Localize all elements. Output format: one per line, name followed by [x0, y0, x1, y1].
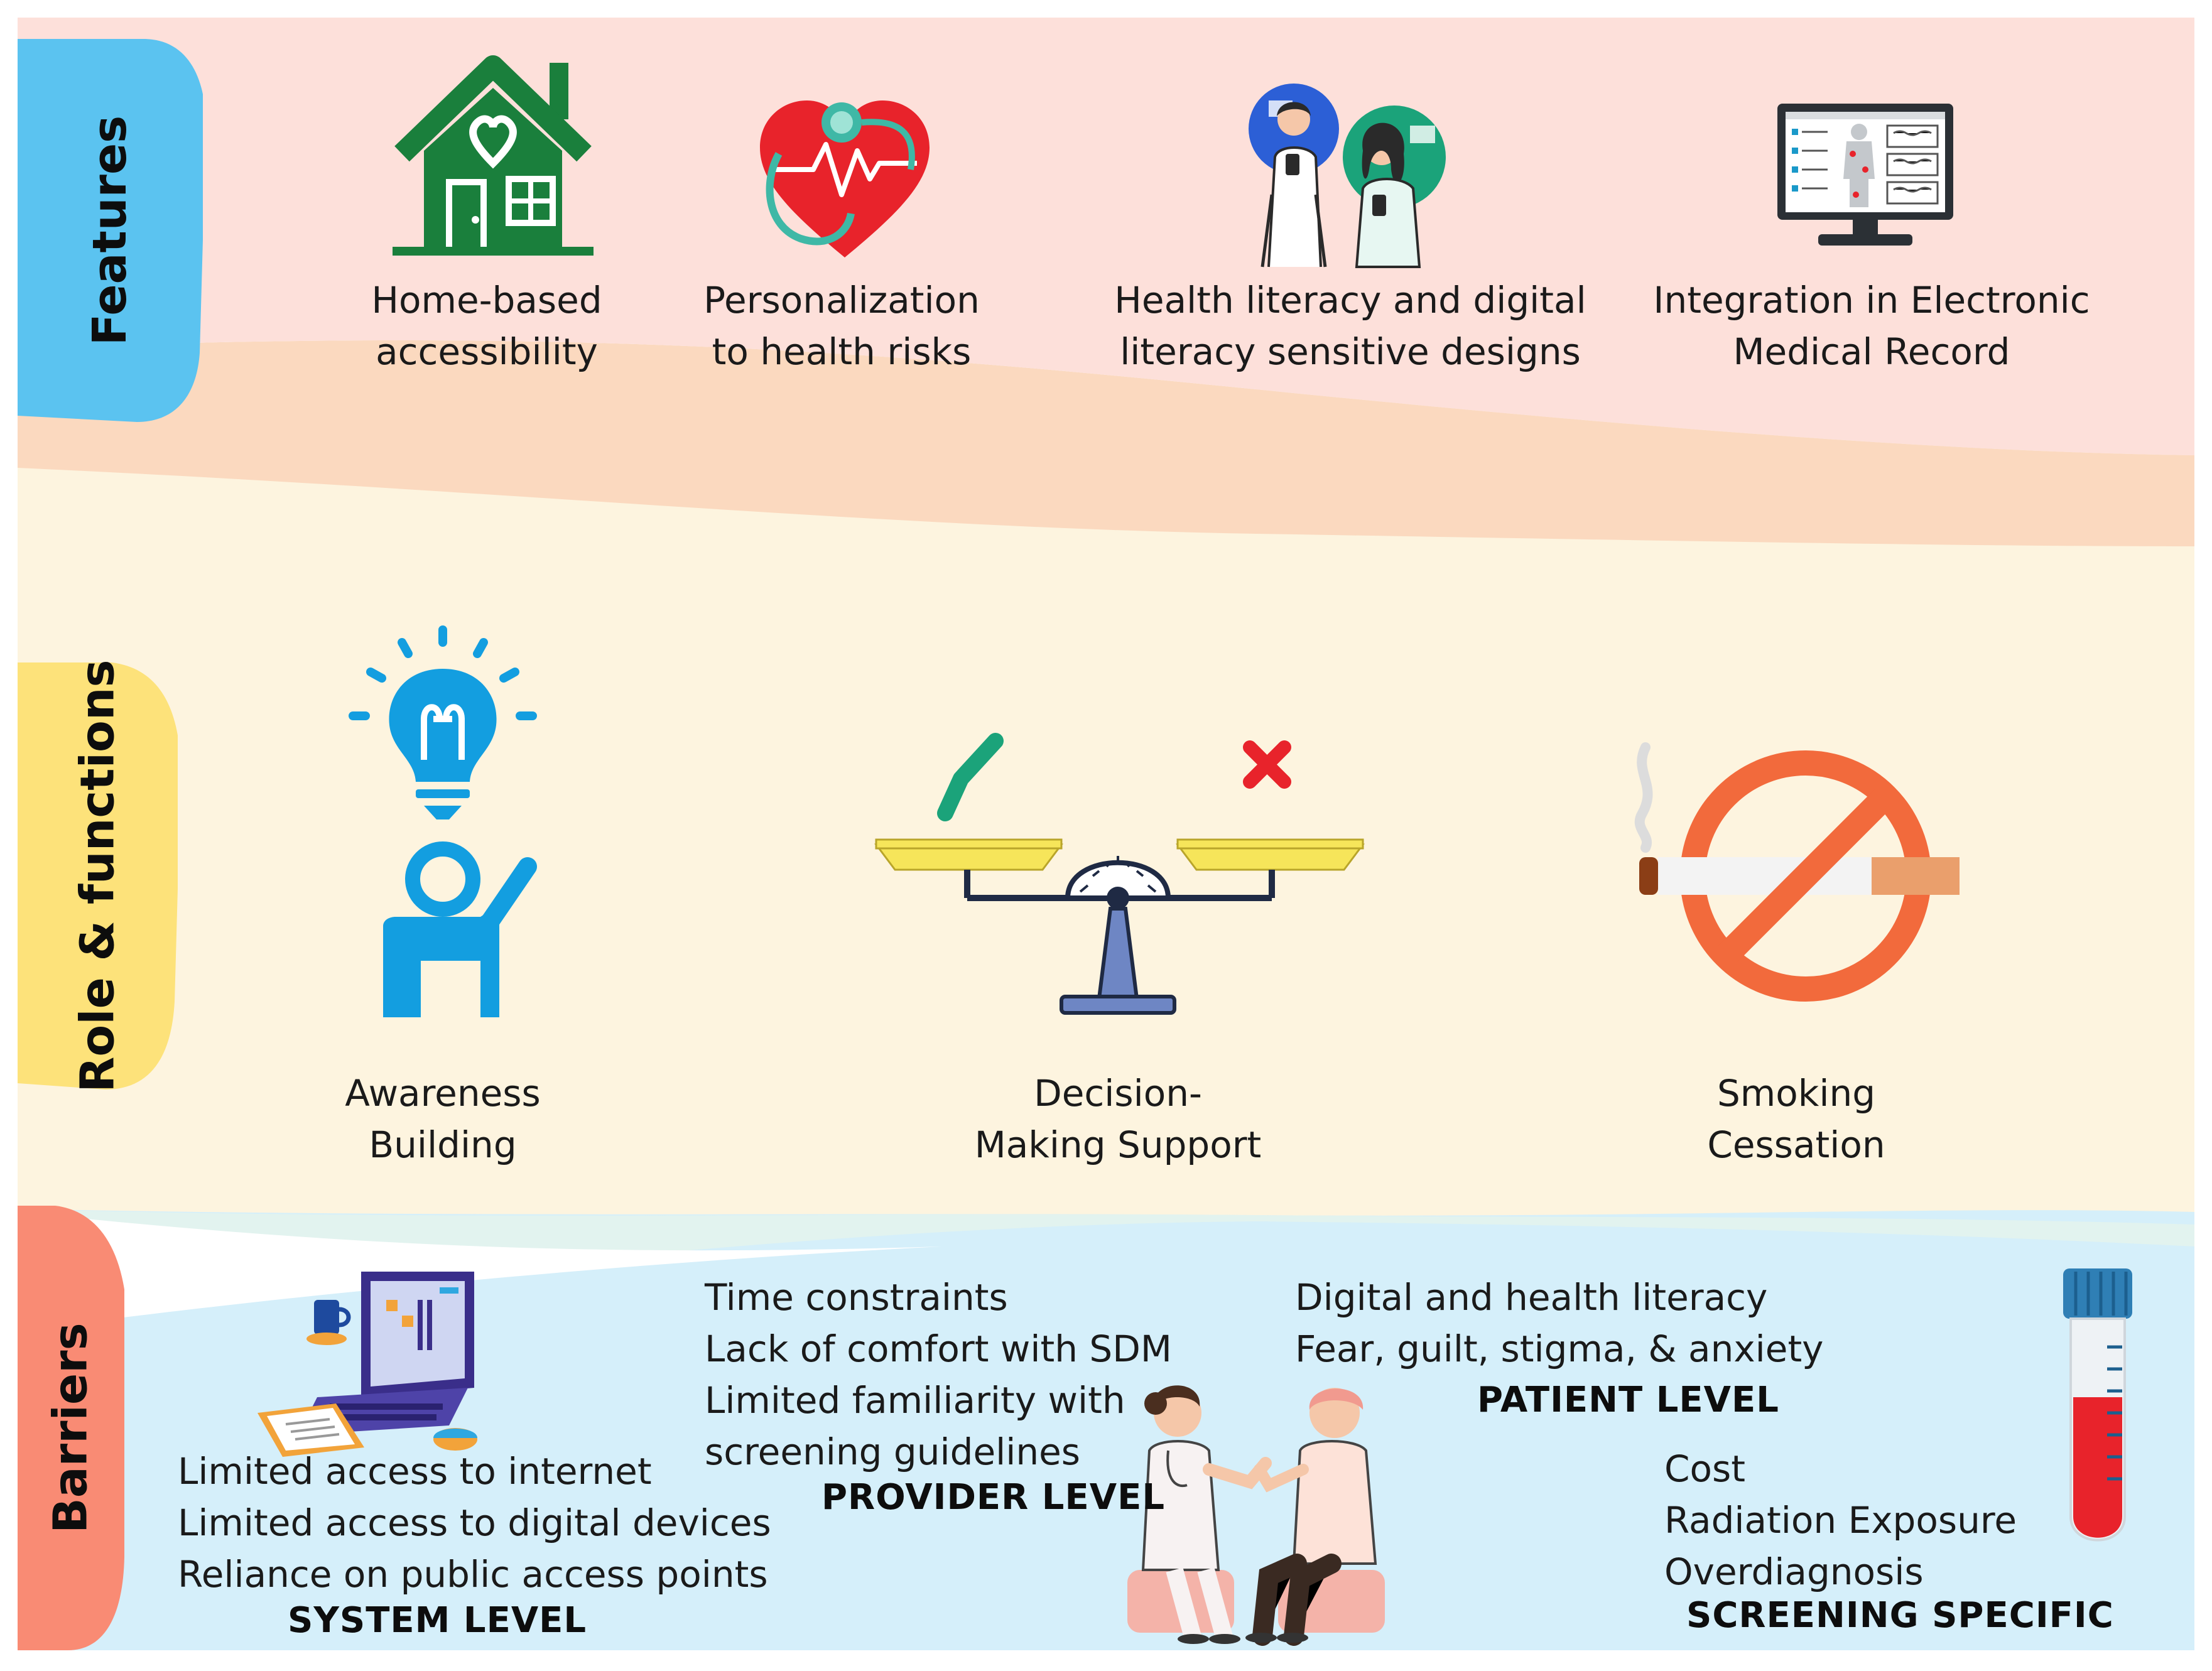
doctor-patient-icon — [1127, 1385, 1385, 1646]
feature-caption-2-line-2: to health risks — [712, 330, 972, 373]
barriers-wave — [18, 1209, 2194, 1325]
feature-caption-4-line-1: Integration in Electronic — [1653, 279, 2090, 322]
patient-level-list: Digital and health literacy Fear, guilt,… — [1295, 1272, 1824, 1375]
people-with-phones-icon — [1249, 84, 1446, 268]
system-item-3: Reliance on public access points — [178, 1553, 768, 1596]
no-smoking-icon — [1634, 742, 1960, 1002]
medical-record-monitor-icon — [1777, 104, 1953, 246]
role-caption-2-line-1: Decision- — [1034, 1072, 1202, 1115]
system-level-list: Limited access to internet Limited acces… — [178, 1446, 771, 1600]
role-caption-3: Smoking Cessation — [1639, 1068, 1953, 1171]
roles-tab-shape — [18, 662, 178, 1090]
role-caption-2: Decision- Making Support — [930, 1068, 1306, 1171]
house-heart-icon — [393, 55, 594, 256]
screening-item-3: Overdiagnosis — [1664, 1550, 1924, 1593]
barriers-band — [18, 1209, 2194, 1650]
system-level-heading: SYSTEM LEVEL — [288, 1600, 587, 1641]
barriers-tab-shape — [18, 1206, 124, 1650]
role-caption-2-line-2: Making Support — [974, 1123, 1262, 1166]
features-tab: Features — [18, 39, 203, 422]
feature-caption-1: Home-based accessibility — [317, 274, 656, 377]
role-caption-3-line-1: Smoking — [1716, 1072, 1876, 1115]
feature-caption-3-line-2: literacy sensitive designs — [1120, 330, 1581, 373]
feature-caption-2: Personalization to health risks — [672, 274, 1011, 377]
features-wave — [18, 340, 2194, 546]
blood-test-tube-icon — [2063, 1268, 2132, 1542]
feature-caption-3: Health literacy and digital literacy sen… — [1099, 274, 1602, 377]
provider-level-list: Time constraints Lack of comfort with SD… — [705, 1272, 1172, 1478]
screening-item-2: Radiation Exposure — [1664, 1499, 2017, 1542]
patient-level-heading: PATIENT LEVEL — [1477, 1380, 1779, 1420]
feature-caption-1-line-1: Home-based — [371, 279, 602, 322]
heart-stethoscope-icon — [760, 100, 930, 257]
feature-caption-4-line-2: Medical Record — [1733, 330, 2010, 373]
role-caption-3-line-2: Cessation — [1707, 1123, 1885, 1166]
patient-item-1: Digital and health literacy — [1295, 1276, 1768, 1319]
feature-caption-4: Integration in Electronic Medical Record — [1633, 274, 2110, 377]
feature-caption-2-line-1: Personalization — [703, 279, 980, 322]
lightbulb-person-icon — [349, 625, 537, 1017]
provider-level-heading: PROVIDER LEVEL — [821, 1477, 1166, 1518]
feature-caption-3-line-1: Health literacy and digital — [1114, 279, 1586, 322]
system-item-2: Limited access to digital devices — [178, 1501, 771, 1544]
role-caption-1: Awareness Building — [286, 1068, 600, 1171]
provider-item-3: Limited familiarity with — [705, 1379, 1125, 1422]
feature-caption-1-line-2: accessibility — [376, 330, 598, 373]
role-caption-1-line-2: Building — [369, 1123, 517, 1166]
provider-item-4: screening guidelines — [705, 1430, 1081, 1473]
features-tab-shape — [18, 39, 203, 422]
screening-specific-heading: SCREENING SPECIFIC — [1686, 1595, 2114, 1636]
screening-specific-list: Cost Radiation Exposure Overdiagnosis — [1664, 1443, 2017, 1598]
balance-scale-icon — [874, 733, 1365, 1015]
roles-tab: Role & functions — [18, 659, 178, 1093]
features-label: Features — [83, 115, 138, 346]
roles-label: Role & functions — [70, 659, 125, 1093]
provider-item-2: Lack of comfort with SDM — [705, 1328, 1172, 1370]
system-item-1: Limited access to internet — [178, 1450, 652, 1493]
provider-item-1: Time constraints — [705, 1276, 1008, 1319]
barriers-label: Barriers — [44, 1322, 99, 1533]
screening-item-1: Cost — [1664, 1447, 1745, 1490]
laptop-tablet-icon — [258, 1272, 477, 1457]
barriers-tab: Barriers — [18, 1206, 124, 1650]
patient-item-2: Fear, guilt, stigma, & anxiety — [1295, 1328, 1824, 1370]
role-caption-1-line-1: Awareness — [345, 1072, 541, 1115]
